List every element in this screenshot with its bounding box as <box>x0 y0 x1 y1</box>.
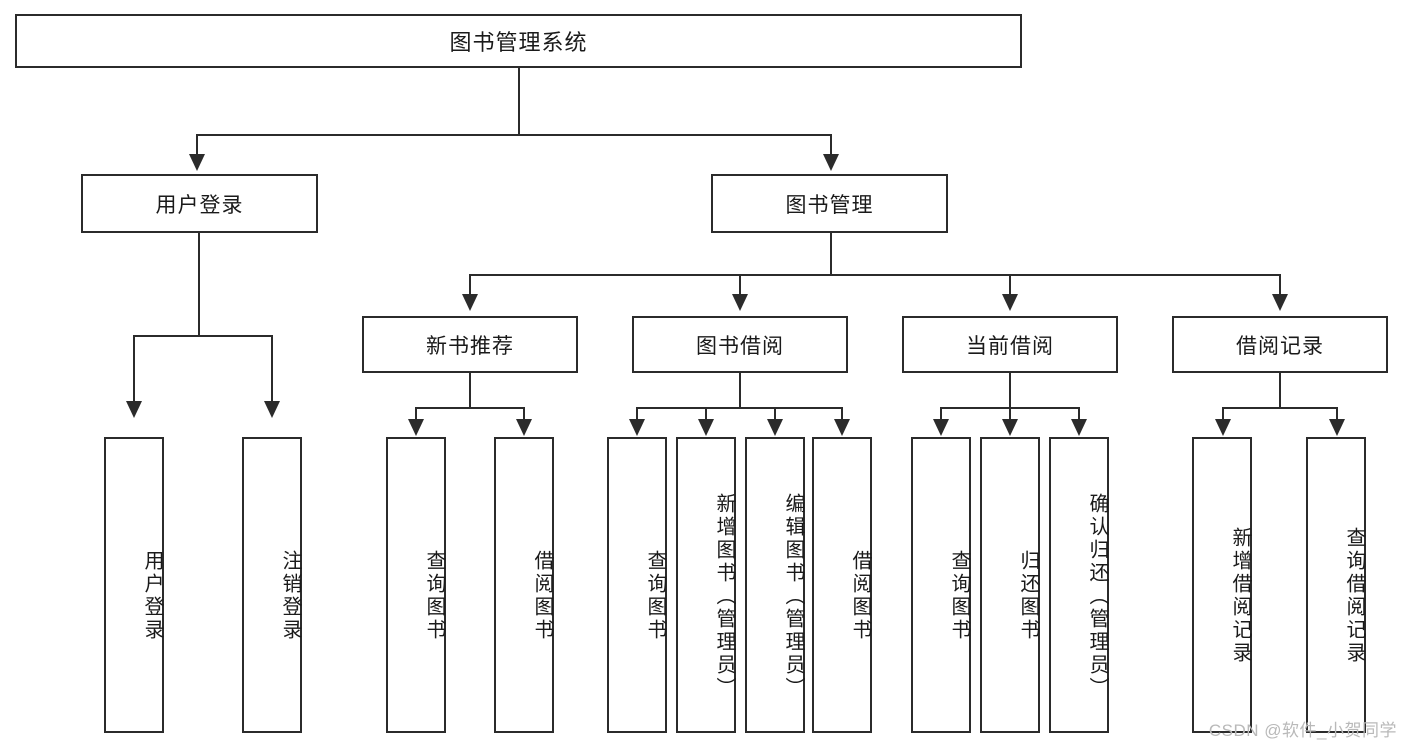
arrow-borrow-record-to-leaf-2 <box>1329 419 1345 436</box>
node-current-borrow[interactable]: 当前借阅 <box>902 316 1118 373</box>
edge-borrow-record-down <box>1279 373 1281 409</box>
arrow-new-book-to-leaf-2 <box>516 419 532 436</box>
arrow-current-borrow-to-leaf-3 <box>1071 419 1087 436</box>
edge-borrow-record-bar <box>1222 407 1338 409</box>
arrow-book-borrow-to-leaf-3 <box>767 419 783 436</box>
arrow-borrow-record-to-leaf-1 <box>1215 419 1231 436</box>
edge-current-borrow-down <box>1009 373 1011 409</box>
edge-new-book-down <box>469 373 471 409</box>
edge-root-bar <box>196 134 832 136</box>
edge-current-borrow-to-leaf-2 <box>1009 407 1011 421</box>
leaf-new-book-2[interactable]: 借阅图书 <box>494 437 554 733</box>
leaf-label: 编辑图书（管理员） <box>782 492 804 700</box>
edge-bm-to-borrow-record <box>1279 274 1281 296</box>
arrow-user-login-to-leaf-2 <box>264 401 280 418</box>
leaf-label: 注销登录 <box>279 550 301 642</box>
node-borrow-record[interactable]: 借阅记录 <box>1172 316 1388 373</box>
edge-book-management-down <box>830 233 832 275</box>
node-label: 图书管理 <box>785 193 874 217</box>
edge-current-borrow-to-leaf-3 <box>1078 407 1080 421</box>
leaf-label: 查询借阅记录 <box>1343 527 1365 665</box>
arrow-bm-to-book-borrow <box>732 294 748 311</box>
arrow-user-login-to-leaf-1 <box>126 401 142 418</box>
leaf-label: 确认归还（管理员） <box>1086 492 1108 700</box>
leaf-current-borrow-2[interactable]: 归还图书 <box>980 437 1040 733</box>
node-book-management[interactable]: 图书管理 <box>711 174 948 233</box>
edge-borrow-record-to-leaf-2 <box>1336 407 1338 421</box>
node-book-borrow[interactable]: 图书借阅 <box>632 316 848 373</box>
arrow-root-to-user-login <box>189 154 205 171</box>
arrow-current-borrow-to-leaf-1 <box>933 419 949 436</box>
leaf-label: 查询图书 <box>948 550 970 642</box>
node-label: 借阅记录 <box>1236 334 1324 358</box>
node-root-book-management-system[interactable]: 图书管理系统 <box>15 14 1022 68</box>
edge-book-management-bar <box>469 274 1281 276</box>
edge-bm-to-book-borrow <box>739 274 741 296</box>
edge-user-login-to-leaf-1 <box>133 335 135 403</box>
edge-book-borrow-to-leaf-2 <box>705 407 707 421</box>
arrow-book-borrow-to-leaf-2 <box>698 419 714 436</box>
leaf-book-borrow-4[interactable]: 借阅图书 <box>812 437 872 733</box>
edge-user-login-bar <box>133 335 273 337</box>
leaf-label: 新增借阅记录 <box>1229 527 1251 665</box>
node-label: 用户登录 <box>155 193 244 217</box>
leaf-user-login-2[interactable]: 注销登录 <box>242 437 302 733</box>
edge-book-borrow-to-leaf-3 <box>774 407 776 421</box>
node-label: 新书推荐 <box>426 334 514 358</box>
leaf-book-borrow-2[interactable]: 新增图书（管理员） <box>676 437 736 733</box>
leaf-borrow-record-1[interactable]: 新增借阅记录 <box>1192 437 1252 733</box>
edge-book-borrow-bar <box>636 407 842 409</box>
node-new-book-recommend[interactable]: 新书推荐 <box>362 316 578 373</box>
edge-root-to-user-login <box>196 134 198 156</box>
arrow-book-borrow-to-leaf-4 <box>834 419 850 436</box>
watermark: CSDN @软件_小贺同学 <box>1208 721 1397 740</box>
edge-bm-to-current-borrow <box>1009 274 1011 296</box>
edge-current-borrow-to-leaf-1 <box>940 407 942 421</box>
arrow-bm-to-new-book <box>462 294 478 311</box>
leaf-book-borrow-3[interactable]: 编辑图书（管理员） <box>745 437 805 733</box>
edge-borrow-record-to-leaf-1 <box>1222 407 1224 421</box>
edge-root-down <box>518 68 520 135</box>
node-label: 图书管理系统 <box>449 30 588 55</box>
arrow-bm-to-current-borrow <box>1002 294 1018 311</box>
leaf-label: 借阅图书 <box>531 550 553 642</box>
arrow-root-to-book-management <box>823 154 839 171</box>
leaf-label: 借阅图书 <box>849 550 871 642</box>
leaf-current-borrow-1[interactable]: 查询图书 <box>911 437 971 733</box>
node-user-login[interactable]: 用户登录 <box>81 174 318 233</box>
arrow-current-borrow-to-leaf-2 <box>1002 419 1018 436</box>
leaf-user-login-1[interactable]: 用户登录 <box>104 437 164 733</box>
leaf-label: 新增图书（管理员） <box>713 492 735 700</box>
edge-new-book-to-leaf-2 <box>523 407 525 421</box>
leaf-borrow-record-2[interactable]: 查询借阅记录 <box>1306 437 1366 733</box>
node-label: 当前借阅 <box>966 334 1054 358</box>
leaf-label: 归还图书 <box>1017 550 1039 642</box>
node-label: 图书借阅 <box>696 334 784 358</box>
leaf-label: 查询图书 <box>423 550 445 642</box>
edge-root-to-book-management <box>830 134 832 156</box>
edge-book-borrow-to-leaf-1 <box>636 407 638 421</box>
edge-new-book-to-leaf-1 <box>415 407 417 421</box>
edge-book-borrow-down <box>739 373 741 409</box>
leaf-book-borrow-1[interactable]: 查询图书 <box>607 437 667 733</box>
edge-book-borrow-to-leaf-4 <box>841 407 843 421</box>
leaf-label: 查询图书 <box>644 550 666 642</box>
leaf-label: 用户登录 <box>141 550 163 642</box>
arrow-bm-to-borrow-record <box>1272 294 1288 311</box>
leaf-new-book-1[interactable]: 查询图书 <box>386 437 446 733</box>
edge-user-login-to-leaf-2 <box>271 335 273 403</box>
arrow-new-book-to-leaf-1 <box>408 419 424 436</box>
edge-user-login-down <box>198 233 200 336</box>
edge-new-book-bar <box>415 407 525 409</box>
leaf-current-borrow-3[interactable]: 确认归还（管理员） <box>1049 437 1109 733</box>
edge-bm-to-new-book <box>469 274 471 296</box>
arrow-book-borrow-to-leaf-1 <box>629 419 645 436</box>
